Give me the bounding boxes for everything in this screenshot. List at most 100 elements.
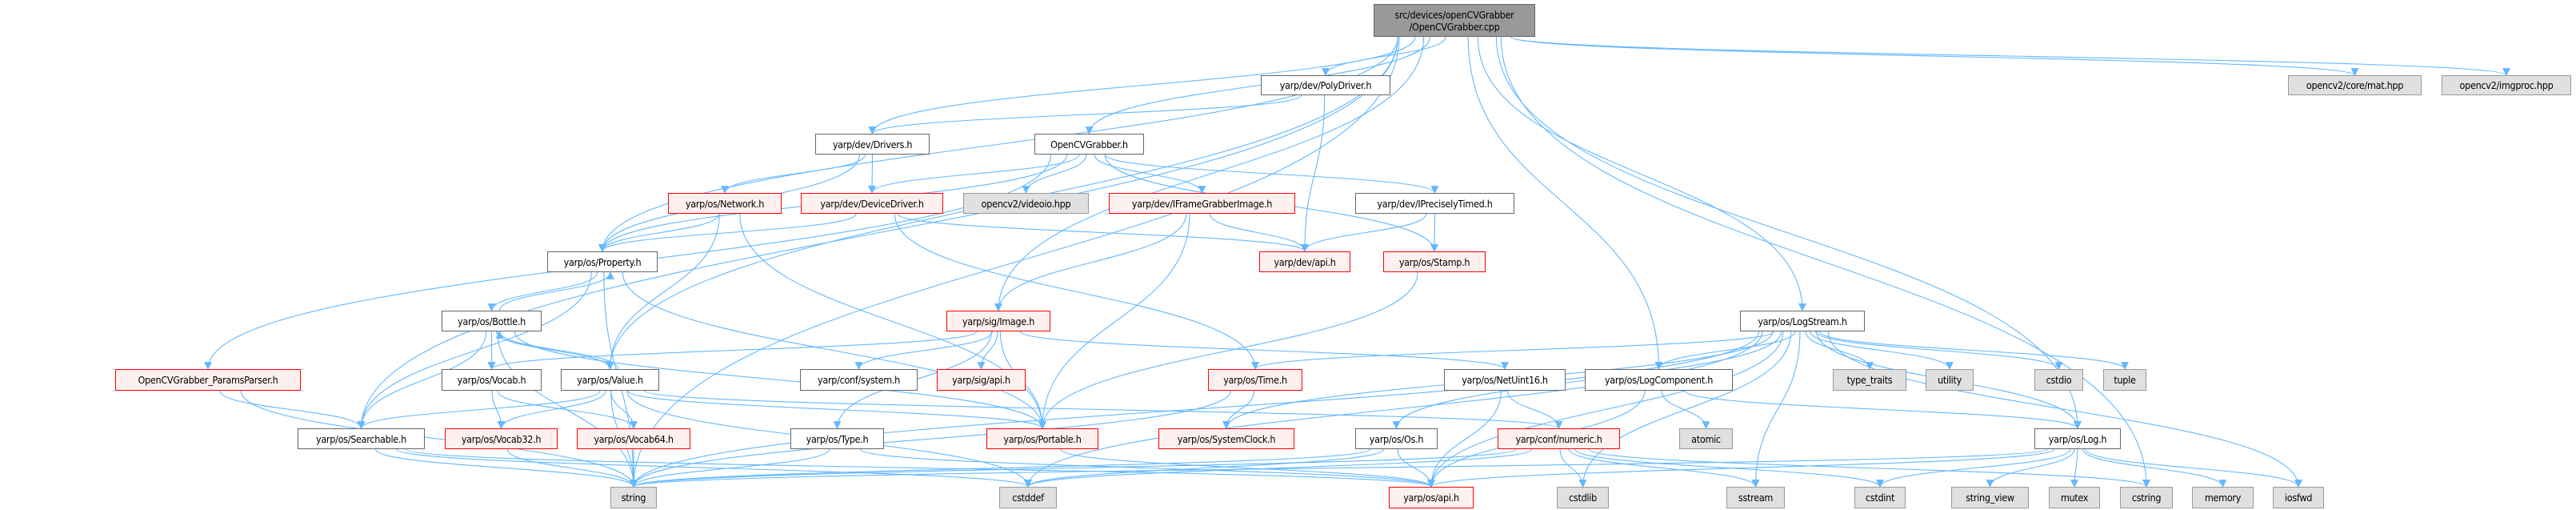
- node-systemclock[interactable]: yarp/os/SystemClock.h: [1158, 428, 1294, 449]
- edge-root-to-logstream: [1477, 36, 1806, 311]
- node-logstream[interactable]: yarp/os/LogStream.h: [1740, 311, 1865, 331]
- node-label: yarp/os/LogComponent.h: [1604, 374, 1714, 386]
- edge-ocvg-to-videoio: [1022, 154, 1087, 194]
- node-netuint16[interactable]: yarp/os/NetUint16.h: [1444, 369, 1566, 391]
- node-image[interactable]: yarp/sig/Image.h: [946, 311, 1050, 331]
- node-label: yarp/dev/IFrameGrabberImage.h: [1131, 197, 1273, 210]
- node-devicedriver[interactable]: yarp/dev/DeviceDriver.h: [801, 193, 943, 214]
- edge-numeric-to-cstdlib: [1559, 448, 1587, 488]
- node-osapi[interactable]: yarp/os/api.h: [1389, 487, 1474, 508]
- edge-logcomponent-to-log: [1684, 390, 2082, 429]
- edge-logstream-to-osapi: [1427, 331, 1784, 488]
- node-stamp[interactable]: yarp/os/Stamp.h: [1383, 251, 1486, 272]
- edge-property-to-searchable: [357, 271, 592, 429]
- edge-logcomponent-to-atomic: [1661, 390, 1710, 429]
- node-vocab64[interactable]: yarp/os/Vocab64.h: [577, 428, 690, 449]
- edge-root-to-polydriver: [1322, 36, 1446, 76]
- edge-searchable-to-cstddef: [396, 448, 1032, 488]
- node-value[interactable]: yarp/os/Value.h: [561, 369, 659, 391]
- edge-bottle-to-property: [498, 271, 614, 311]
- edge-iframe-to-portable: [1038, 213, 1190, 429]
- node-cstdlib[interactable]: cstdlib: [1557, 487, 1609, 508]
- node-logcomponent[interactable]: yarp/os/LogComponent.h: [1585, 369, 1733, 391]
- edge-vocab-to-vocab32: [491, 390, 506, 429]
- node-label: string: [621, 492, 646, 504]
- node-label: type_traits: [1846, 374, 1893, 386]
- node-ocvg[interactable]: OpenCVGrabber.h: [1034, 134, 1144, 155]
- node-iframe[interactable]: yarp/dev/IFrameGrabberImage.h: [1109, 193, 1295, 214]
- node-vocab[interactable]: yarp/os/Vocab.h: [442, 369, 542, 391]
- edge-bottle-to-searchable: [357, 331, 487, 429]
- node-params[interactable]: OpenCVGrabber_ParamsParser.h: [115, 369, 301, 391]
- edge-numeric-to-cstddef: [1024, 448, 1533, 488]
- node-iosfwd[interactable]: iosfwd: [2273, 487, 2324, 508]
- edge-numeric-to-sstream: [1568, 448, 1760, 488]
- edge-value-to-vocab32: [497, 390, 606, 429]
- node-bottle[interactable]: yarp/os/Bottle.h: [442, 311, 542, 331]
- node-atomic[interactable]: atomic: [1679, 428, 1733, 449]
- edge-logstream-to-type_traits: [1805, 331, 1874, 370]
- node-time[interactable]: yarp/os/Time.h: [1208, 369, 1302, 391]
- node-portable[interactable]: yarp/os/Portable.h: [986, 428, 1098, 449]
- edge-log-to-iosfwd: [2085, 448, 2302, 488]
- node-devapi[interactable]: yarp/dev/api.h: [1259, 251, 1350, 272]
- node-label: opencv2/core/mat.hpp: [2306, 79, 2404, 91]
- node-iprecise[interactable]: yarp/dev/IPreciselyTimed.h: [1355, 193, 1514, 214]
- node-numeric[interactable]: yarp/conf/numeric.h: [1498, 428, 1620, 449]
- node-type_traits[interactable]: type_traits: [1833, 369, 1906, 391]
- node-utility[interactable]: utility: [1926, 369, 1974, 391]
- node-searchable[interactable]: yarp/os/Searchable.h: [298, 428, 425, 449]
- node-string[interactable]: string: [610, 487, 657, 508]
- node-label: yarp/os/Os.h: [1369, 432, 1424, 445]
- node-network[interactable]: yarp/os/Network.h: [668, 193, 782, 214]
- node-label: cstring: [2131, 492, 2162, 504]
- node-label: yarp/os/Time.h: [1223, 374, 1287, 386]
- node-label: yarp/dev/api.h: [1274, 255, 1336, 268]
- edge-params-to-searchable: [219, 390, 366, 429]
- node-property[interactable]: yarp/os/Property.h: [547, 251, 658, 272]
- edge-value-to-portable: [627, 390, 1046, 429]
- node-sstream[interactable]: sstream: [1726, 487, 1785, 508]
- edge-root-to-drivers: [868, 36, 1416, 135]
- node-polydriver[interactable]: yarp/dev/PolyDriver.h: [1261, 75, 1390, 95]
- node-confsystem[interactable]: yarp/conf/system.h: [800, 369, 918, 391]
- edge-network-to-portable: [739, 213, 1046, 429]
- node-string_view[interactable]: string_view: [1951, 487, 2029, 508]
- edge-netuint16-to-osapi: [1427, 390, 1502, 488]
- node-label: tuple: [2114, 374, 2136, 386]
- node-label: yarp/os/Network.h: [685, 197, 765, 210]
- node-label: iosfwd: [2284, 492, 2313, 504]
- node-cstddef[interactable]: cstddef: [999, 487, 1057, 508]
- edge-netuint16-to-numeric: [1506, 390, 1563, 429]
- node-cstring[interactable]: cstring: [2120, 487, 2173, 508]
- edge-value-to-numeric: [644, 390, 1563, 429]
- node-mutex[interactable]: mutex: [2049, 487, 2100, 508]
- edge-logstream-to-utility: [1810, 331, 1954, 370]
- node-type[interactable]: yarp/os/Type.h: [790, 428, 884, 449]
- edge-image-to-vocab: [487, 331, 978, 370]
- node-tuple[interactable]: tuple: [2103, 369, 2146, 391]
- node-root[interactable]: src/devices/openCVGrabber /OpenCVGrabber…: [1374, 4, 1535, 37]
- node-imgproc[interactable]: opencv2/imgproc.hpp: [2442, 75, 2571, 95]
- edge-image-to-netuint16: [1019, 331, 1509, 370]
- edge-devicedriver-to-time: [894, 213, 1259, 370]
- edge-devicedriver-to-property: [598, 213, 857, 252]
- node-label: yarp/dev/IPreciselyTimed.h: [1377, 197, 1493, 210]
- node-sigapi[interactable]: yarp/sig/api.h: [937, 369, 1026, 391]
- node-log[interactable]: yarp/os/Log.h: [2034, 428, 2121, 449]
- node-os[interactable]: yarp/os/Os.h: [1355, 428, 1438, 449]
- node-cstdint[interactable]: cstdint: [1854, 487, 1906, 508]
- node-cstdio[interactable]: cstdio: [2034, 369, 2083, 391]
- node-label: yarp/dev/PolyDriver.h: [1279, 79, 1372, 91]
- edge-time-to-systemclock: [1222, 390, 1255, 429]
- node-label: opencv2/imgproc.hpp: [2459, 79, 2554, 91]
- edge-searchable-to-osapi: [405, 448, 1435, 488]
- node-mat[interactable]: opencv2/core/mat.hpp: [2288, 75, 2422, 95]
- node-vocab32[interactable]: yarp/os/Vocab32.h: [445, 428, 558, 449]
- edge-image-to-sigapi: [977, 331, 998, 370]
- node-memory[interactable]: memory: [2192, 487, 2254, 508]
- edge-root-to-logcomponent: [1467, 36, 1663, 370]
- node-drivers[interactable]: yarp/dev/Drivers.h: [815, 134, 930, 155]
- node-videoio[interactable]: opencv2/videoio.hpp: [963, 193, 1089, 214]
- node-label: yarp/sig/api.h: [952, 374, 1010, 386]
